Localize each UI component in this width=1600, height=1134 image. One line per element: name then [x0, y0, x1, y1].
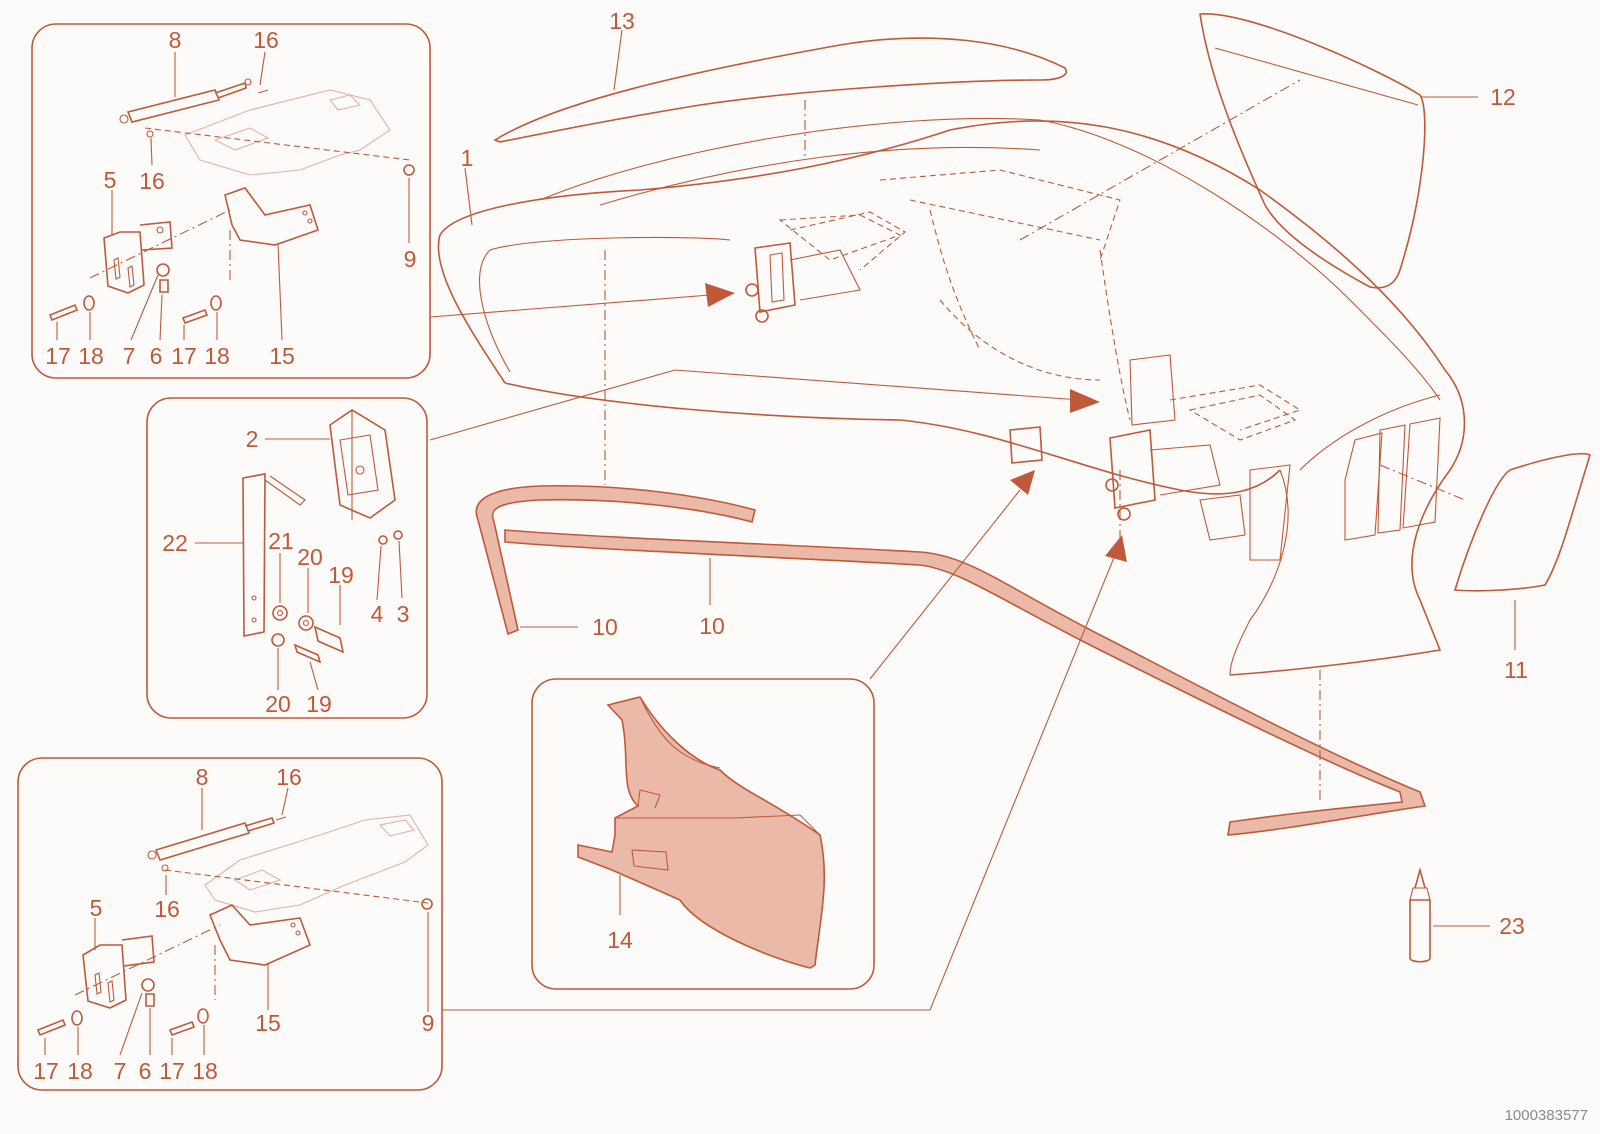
callout-mid-2: 2 — [246, 426, 259, 452]
callout-top-18b: 18 — [204, 343, 230, 369]
inset-frame-panel — [531, 678, 875, 990]
callout-main-13: 13 — [609, 8, 635, 34]
engine-cover — [437, 117, 1466, 676]
callout-bottom-9: 9 — [422, 1010, 435, 1036]
callout-main-11: 11 — [1504, 657, 1528, 683]
mid-inset-parts — [242, 409, 403, 664]
sealant-tube — [1409, 867, 1431, 963]
callout-bottom-5: 5 — [90, 895, 103, 921]
callout-bottom-8: 8 — [196, 764, 209, 790]
trim-strip-top — [493, 37, 1067, 143]
callout-mid-22: 22 — [162, 530, 188, 556]
side-window — [1453, 452, 1591, 592]
top-inset-parts — [48, 78, 415, 325]
callout-bottom-17a: 17 — [33, 1058, 59, 1084]
inset-frame-top-hinge — [31, 23, 431, 379]
callout-top-15: 15 — [269, 343, 295, 369]
callout-bottom-16b: 16 — [154, 896, 180, 922]
cover-hinge-upper — [745, 211, 906, 323]
callout-bottom-18b: 18 — [192, 1058, 218, 1084]
callout-bottom-15: 15 — [255, 1010, 281, 1036]
seal-strip-curved — [475, 484, 756, 636]
inset-panel-part — [577, 696, 826, 969]
callout-top-16b: 16 — [139, 168, 165, 194]
callout-main-10b: 10 — [699, 613, 725, 639]
callout-top-9: 9 — [404, 246, 417, 272]
callout-bottom-18a: 18 — [67, 1058, 93, 1084]
bottom-inset-parts — [36, 814, 433, 1037]
callout-bottom-17b: 17 — [159, 1058, 185, 1084]
callout-bottom-16a: 16 — [276, 764, 302, 790]
callout-mid-4: 4 — [371, 601, 384, 627]
callout-bottom-7: 7 — [114, 1058, 127, 1084]
callout-mid-20b: 20 — [265, 691, 291, 717]
callout-top-5: 5 — [104, 167, 117, 193]
callout-mid-21: 21 — [268, 528, 294, 554]
callout-top-16a: 16 — [253, 27, 279, 53]
callout-mid-3: 3 — [397, 601, 410, 627]
callout-top-8: 8 — [169, 27, 182, 53]
callout-main-14: 14 — [607, 927, 633, 953]
callout-top-18a: 18 — [78, 343, 104, 369]
callout-main-1: 1 — [461, 145, 474, 171]
diagram-id: 1000383577 — [1505, 1107, 1588, 1124]
callout-mid-19b: 19 — [306, 691, 332, 717]
callout-main-10a: 10 — [592, 614, 618, 640]
seal-strip-long — [504, 529, 1427, 836]
callout-top-17a: 17 — [45, 343, 71, 369]
callout-top-6: 6 — [150, 343, 163, 369]
callout-mid-20a: 20 — [297, 544, 323, 570]
callout-top-7: 7 — [123, 343, 136, 369]
cover-hinge-lower — [1105, 354, 1302, 521]
callout-main-12: 12 — [1490, 84, 1516, 110]
inset-frame-bottom-hinge — [17, 757, 443, 1091]
callout-main-23: 23 — [1499, 913, 1525, 939]
inset-frame-latch — [146, 397, 428, 719]
callout-mid-19a: 19 — [328, 562, 354, 588]
rear-window — [1199, 13, 1426, 289]
callout-bottom-6: 6 — [139, 1058, 152, 1084]
cover-lower-panel — [1009, 426, 1043, 464]
callout-top-17b: 17 — [171, 343, 197, 369]
